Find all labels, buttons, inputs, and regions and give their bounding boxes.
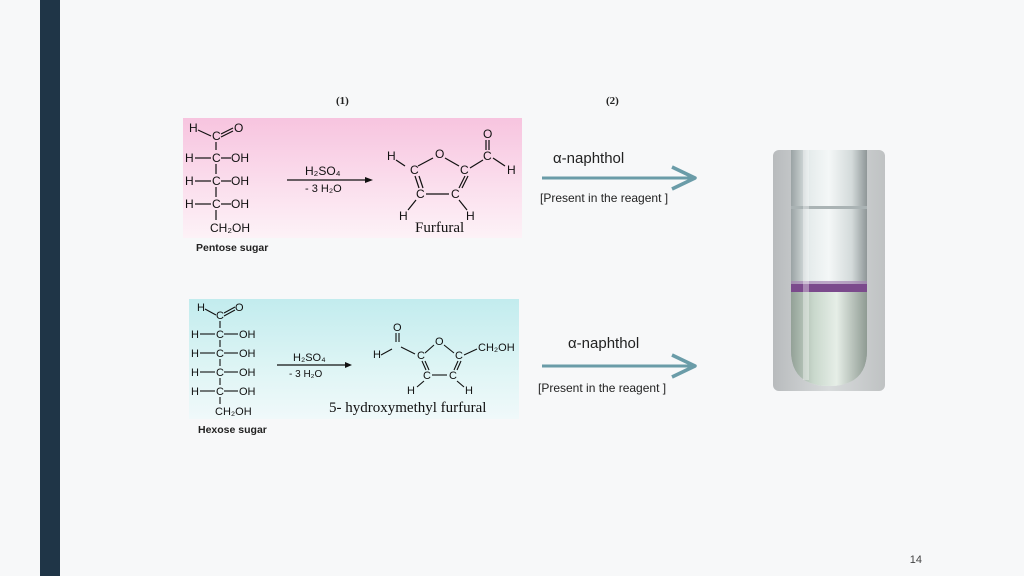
svg-text:H: H xyxy=(407,385,415,397)
svg-text:O: O xyxy=(483,127,492,141)
furfural-name: Furfural xyxy=(415,220,464,236)
svg-text:C: C xyxy=(416,187,425,201)
svg-text:C: C xyxy=(460,163,469,177)
svg-text:H: H xyxy=(373,349,381,361)
svg-text:O: O xyxy=(393,322,402,334)
svg-text:C: C xyxy=(212,174,221,188)
page-number: 14 xyxy=(909,554,922,566)
svg-text:C: C xyxy=(216,310,224,322)
svg-text:H: H xyxy=(399,209,408,223)
reagent-note-2: [Present in the reagent ] xyxy=(538,381,667,395)
svg-text:O: O xyxy=(435,147,444,161)
hydroxymethylfurfural-structure: O H C O C C C H H CH₂OH xyxy=(373,322,515,397)
step-label-1: (1) xyxy=(336,95,349,107)
svg-text:H: H xyxy=(191,348,199,360)
svg-text:OH: OH xyxy=(231,197,249,211)
hexose-structure: H C O H C OH H C OH H C OH H C OH CH₂OH xyxy=(191,302,256,418)
svg-text:H: H xyxy=(507,163,516,177)
reagent-label-2: α-naphthol xyxy=(568,335,640,352)
svg-text:C: C xyxy=(212,129,221,143)
hexose-caption: Hexose sugar xyxy=(198,424,267,436)
slide-sidebar-bar xyxy=(40,0,60,576)
svg-text:OH: OH xyxy=(231,151,249,165)
pentose-structure: H C O H C OH H C OH H C OH CH₂OH xyxy=(185,121,250,235)
hexose-acid-label: H₂SO₄ xyxy=(293,352,326,364)
svg-text:OH: OH xyxy=(239,386,256,398)
svg-text:C: C xyxy=(423,370,431,382)
svg-text:C: C xyxy=(417,350,425,362)
svg-text:CH₂OH: CH₂OH xyxy=(210,221,250,235)
svg-text:C: C xyxy=(455,350,463,362)
arrow-right-icon xyxy=(542,165,697,191)
svg-text:H: H xyxy=(185,197,194,211)
furfural-structure: H C O C C C H H C O H xyxy=(387,127,516,223)
svg-text:C: C xyxy=(212,151,221,165)
svg-text:OH: OH xyxy=(239,329,256,341)
svg-text:C: C xyxy=(410,163,419,177)
svg-text:OH: OH xyxy=(231,174,249,188)
svg-text:H: H xyxy=(191,329,199,341)
svg-text:H: H xyxy=(191,367,199,379)
svg-text:C: C xyxy=(216,367,224,379)
svg-text:H: H xyxy=(466,209,475,223)
pentose-water-label: - 3 H₂O xyxy=(305,183,342,195)
svg-text:C: C xyxy=(216,329,224,341)
pentose-caption: Pentose sugar xyxy=(196,242,269,254)
svg-text:H: H xyxy=(185,174,194,188)
svg-text:H: H xyxy=(197,302,205,314)
svg-text:H: H xyxy=(189,121,198,135)
svg-text:H: H xyxy=(387,149,396,163)
svg-text:C: C xyxy=(216,386,224,398)
svg-text:C: C xyxy=(212,197,221,211)
svg-text:H: H xyxy=(191,386,199,398)
svg-text:C: C xyxy=(449,370,457,382)
arrow-right-icon xyxy=(542,353,697,379)
svg-text:C: C xyxy=(483,149,492,163)
svg-text:C: C xyxy=(451,187,460,201)
test-tube-photo xyxy=(773,150,885,391)
svg-text:CH₂OH: CH₂OH xyxy=(215,406,252,418)
svg-text:O: O xyxy=(234,121,243,135)
reagent-label-1: α-naphthol xyxy=(553,150,625,167)
svg-text:C: C xyxy=(216,348,224,360)
pentose-acid-label: H₂SO₄ xyxy=(305,164,341,178)
reagent-note-1: [Present in the reagent ] xyxy=(540,191,669,205)
svg-text:H: H xyxy=(185,151,194,165)
svg-text:H: H xyxy=(465,385,473,397)
svg-text:O: O xyxy=(235,302,244,314)
svg-text:CH₂OH: CH₂OH xyxy=(478,342,515,354)
svg-text:OH: OH xyxy=(239,348,256,360)
svg-text:O: O xyxy=(435,336,444,348)
hmf-name: 5- hydroxymethyl furfural xyxy=(329,400,486,416)
hexose-water-label: - 3 H₂O xyxy=(289,369,323,380)
svg-text:OH: OH xyxy=(239,367,256,379)
step-label-2: (2) xyxy=(606,95,619,107)
